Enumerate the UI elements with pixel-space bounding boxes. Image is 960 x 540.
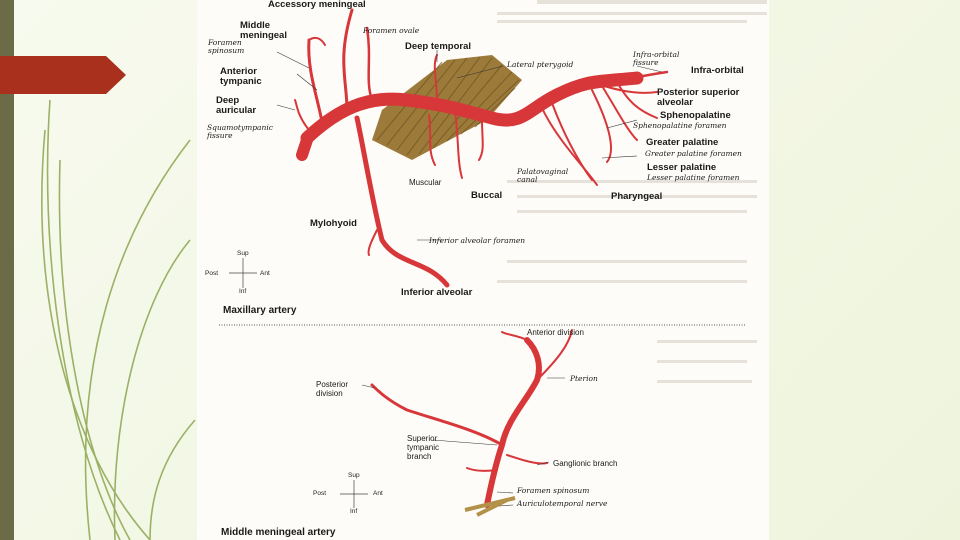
anatomy-plate: Accessory meningeal Foramen ovale Middle… — [197, 0, 769, 540]
label-posterior-division: Posterior division — [316, 380, 348, 398]
label-palatovaginal-canal: Palatovaginal canal — [517, 168, 568, 184]
orient-post: Post — [205, 270, 218, 277]
label-posterior-superior-alveolar: Posterior superior alveolar — [657, 88, 739, 108]
orientation-compass-top — [229, 258, 257, 288]
caption-middle-meningeal-artery: Middle meningeal artery — [221, 528, 335, 537]
label-inferior-alveolar: Inferior alveolar — [401, 288, 472, 298]
label-ganglionic-branch: Ganglionic branch — [553, 459, 617, 468]
orient-inf: Inf — [239, 288, 246, 295]
orient-ant: Ant — [260, 270, 270, 277]
caption-maxillary-artery: Maxillary artery — [223, 306, 296, 315]
label-infraorbital-fissure: Infra-orbital fissure — [633, 51, 679, 67]
label-lesser-palatine: Lesser palatine — [647, 163, 716, 173]
label-anterior-tympanic: Anterior tympanic — [220, 67, 262, 87]
label-accessory-meningeal: Accessory meningeal — [268, 0, 366, 10]
label-deep-temporal: Deep temporal — [405, 42, 471, 52]
label-inferior-alveolar-foramen: Inferior alveolar foramen — [429, 237, 525, 245]
orient-ant-lower: Ant — [373, 490, 383, 497]
label-sphenopalatine: Sphenopalatine — [660, 111, 731, 121]
label-pharyngeal: Pharyngeal — [611, 192, 662, 202]
orientation-compass-bottom — [340, 480, 368, 508]
label-auriculotemporal-nerve: Auriculotemporal nerve — [517, 500, 607, 508]
label-muscular: Muscular — [409, 178, 441, 187]
label-deep-auricular: Deep auricular — [216, 96, 256, 116]
label-greater-palatine-foramen: Greater palatine foramen — [645, 150, 742, 158]
orient-post-lower: Post — [313, 490, 326, 497]
label-buccal: Buccal — [471, 191, 502, 201]
label-pterion: Pterion — [570, 375, 598, 383]
label-foramen-spinosum-lower: Foramen spinosum — [517, 487, 589, 495]
middle-meningeal-drawing — [372, 330, 572, 505]
label-foramen-spinosum: Foramen spinosum — [208, 39, 244, 55]
label-sphenopalatine-foramen: Sphenopalatine foramen — [633, 122, 727, 130]
label-middle-meningeal: Middle meningeal — [240, 21, 287, 41]
label-greater-palatine: Greater palatine — [646, 138, 718, 148]
label-infraorbital: Infra-orbital — [691, 66, 744, 76]
label-mylohyoid: Mylohyoid — [310, 219, 357, 229]
label-foramen-ovale: Foramen ovale — [363, 27, 419, 35]
label-lesser-palatine-foramen: Lesser palatine foramen — [647, 174, 739, 182]
artery-drawing — [197, 0, 769, 540]
orient-inf-lower: Inf — [350, 508, 357, 515]
label-lateral-pterygoid: Lateral pterygoid — [507, 61, 573, 69]
accent-arrow-tab — [0, 56, 126, 94]
label-squamotympanic-fissure: Squamotympanic fissure — [207, 124, 273, 140]
orient-sup-lower: Sup — [348, 472, 360, 479]
label-superior-tympanic-branch: Superior tympanic branch — [407, 434, 439, 461]
label-anterior-division: Anterior division — [527, 328, 584, 337]
orient-sup: Sup — [237, 250, 249, 257]
